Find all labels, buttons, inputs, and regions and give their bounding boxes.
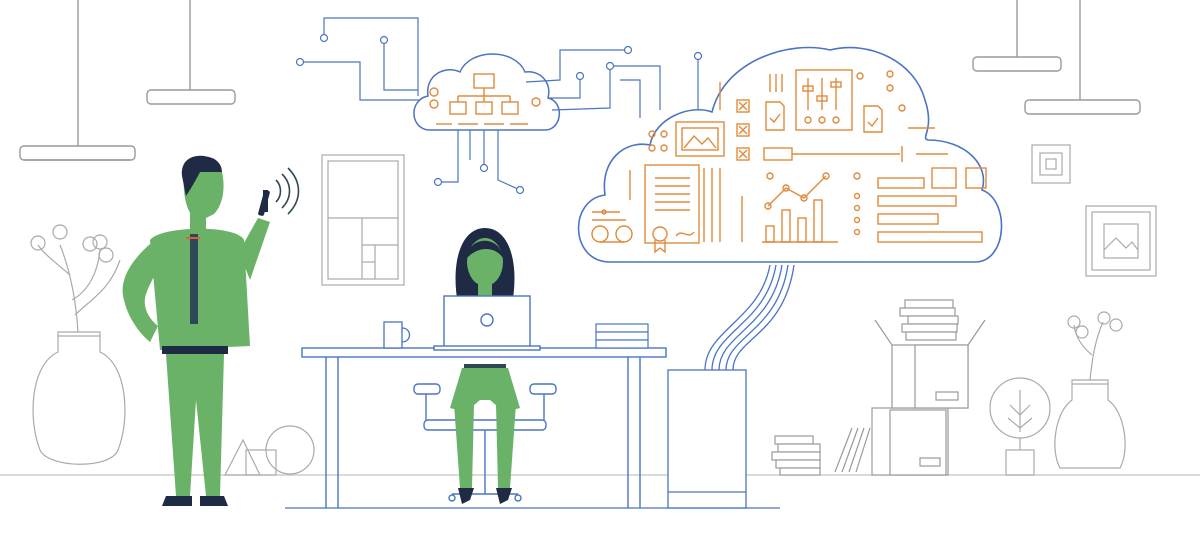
boxes-icon [871, 319, 986, 476]
cloud-icon [577, 46, 1003, 263]
line-chart-icon [764, 172, 830, 210]
papers-stack [595, 323, 649, 349]
sliders-icon [795, 69, 853, 131]
checkbox-icon [736, 99, 883, 161]
bar-chart-icon [741, 196, 838, 243]
org-chart-icon [429, 73, 541, 125]
certificate-icon [652, 226, 695, 254]
books-icon [771, 299, 959, 476]
document-icon [644, 164, 721, 244]
image-icon [675, 121, 725, 157]
server-tower-icon [667, 264, 795, 509]
picture-frame-icon [321, 144, 1157, 286]
smartphone-icon [263, 190, 268, 212]
coffee-mug-icon [383, 321, 411, 349]
standing-man [122, 155, 270, 506]
cloud-icon [295, 17, 703, 195]
decor-shapes [224, 425, 315, 476]
office-chair-icon [413, 383, 557, 502]
plant-icon [989, 311, 1126, 476]
laptop-icon [433, 295, 541, 351]
wifi-signal-icon [275, 167, 300, 215]
lamp-icon [19, 0, 1141, 161]
vase-icon [30, 224, 126, 465]
